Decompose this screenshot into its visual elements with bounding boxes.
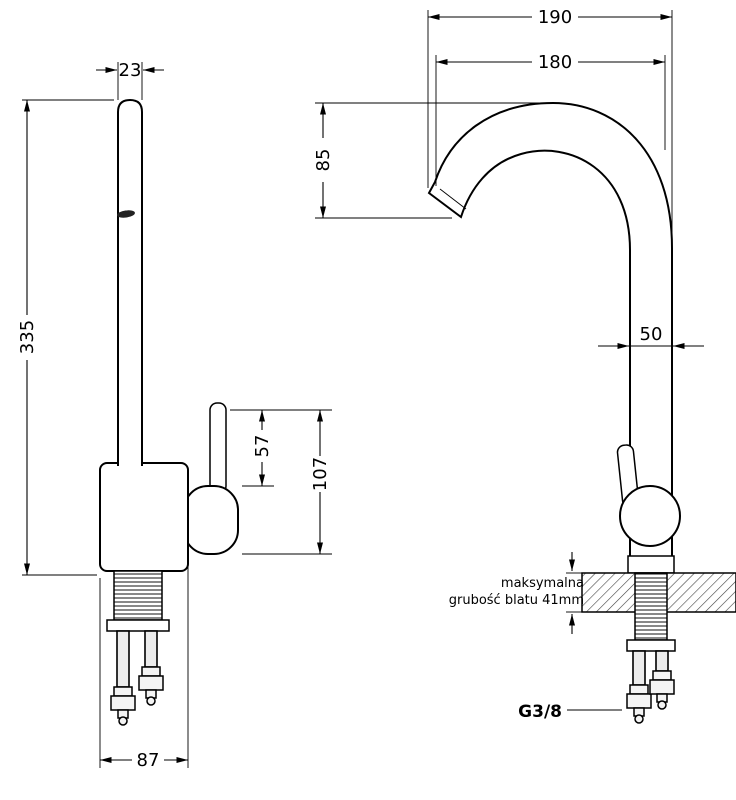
side-hose-right-knob [657, 700, 667, 710]
dim-handle-height-label: 57 [252, 435, 273, 458]
side-hose-right-hex-nut [649, 679, 675, 695]
dim-spout-height-label: 85 [313, 149, 334, 172]
side-aerator-band [439, 188, 467, 210]
side-hose-right [655, 650, 669, 672]
dim-spout-height: 85 [313, 102, 548, 219]
countertop-note-line2: grubość blatu 41mm [449, 593, 584, 608]
side-threaded-shank [634, 572, 668, 641]
dim-total-height-label: 335 [17, 320, 38, 354]
front-hose-right-fitting [141, 666, 161, 677]
side-base-collar [627, 555, 675, 574]
front-riser-pipe [117, 98, 143, 466]
side-hose-left-fitting [629, 684, 649, 695]
dim-base-length: 87 [99, 560, 189, 771]
dim-reach-top-label: 190 [538, 7, 572, 28]
side-handle-joint [619, 485, 681, 547]
dim-spout-pipe-width: 23 [96, 60, 164, 100]
side-view: maksymalna grubość blatu 41mm G3/8 [427, 101, 736, 724]
side-hose-left-hex-nut [626, 693, 652, 709]
dim-body-diameter: 50 [598, 324, 704, 349]
dim-handle-height: 57 [230, 409, 332, 487]
side-mounting-bracket [626, 639, 676, 652]
dim-total-height: 335 [17, 99, 114, 576]
front-hose-left [116, 630, 130, 688]
dim-upper-body-height-label: 107 [310, 457, 331, 491]
front-hose-left-fitting [113, 686, 133, 697]
dim-body-diameter-label: 50 [640, 324, 663, 345]
front-view [99, 98, 239, 726]
front-handle-joint [183, 485, 239, 555]
front-mounting-bracket [106, 619, 170, 632]
dim-spout-pipe-width-label: 23 [119, 60, 142, 81]
dim-base-length-label: 87 [137, 750, 160, 771]
front-hose-left-knob [118, 716, 128, 726]
side-hose-left-knob [634, 714, 644, 724]
front-handle-lever [209, 402, 227, 494]
dim-reach-inner: 180 [435, 52, 666, 186]
front-body [99, 462, 189, 572]
front-dimensions: 23 335 57 107 [17, 60, 332, 771]
side-hose-right-fitting [652, 670, 672, 681]
dim-reach-inner-label: 180 [538, 52, 572, 73]
dim-reach-top: 190 [427, 7, 673, 244]
front-hose-right-knob [146, 696, 156, 706]
dim-upper-body-height: 107 [242, 410, 332, 555]
front-threaded-shank [113, 570, 163, 621]
side-hose-left [632, 650, 646, 686]
side-dimensions: 190 180 85 50 [313, 7, 704, 349]
front-aerator-mark [117, 210, 135, 218]
front-hose-left-hex-nut [110, 695, 136, 711]
front-hose-right-hex-nut [138, 675, 164, 691]
thread-size-label: G3/8 [518, 702, 562, 722]
countertop-note-line1: maksymalna [501, 576, 584, 591]
front-hose-right [144, 630, 158, 668]
